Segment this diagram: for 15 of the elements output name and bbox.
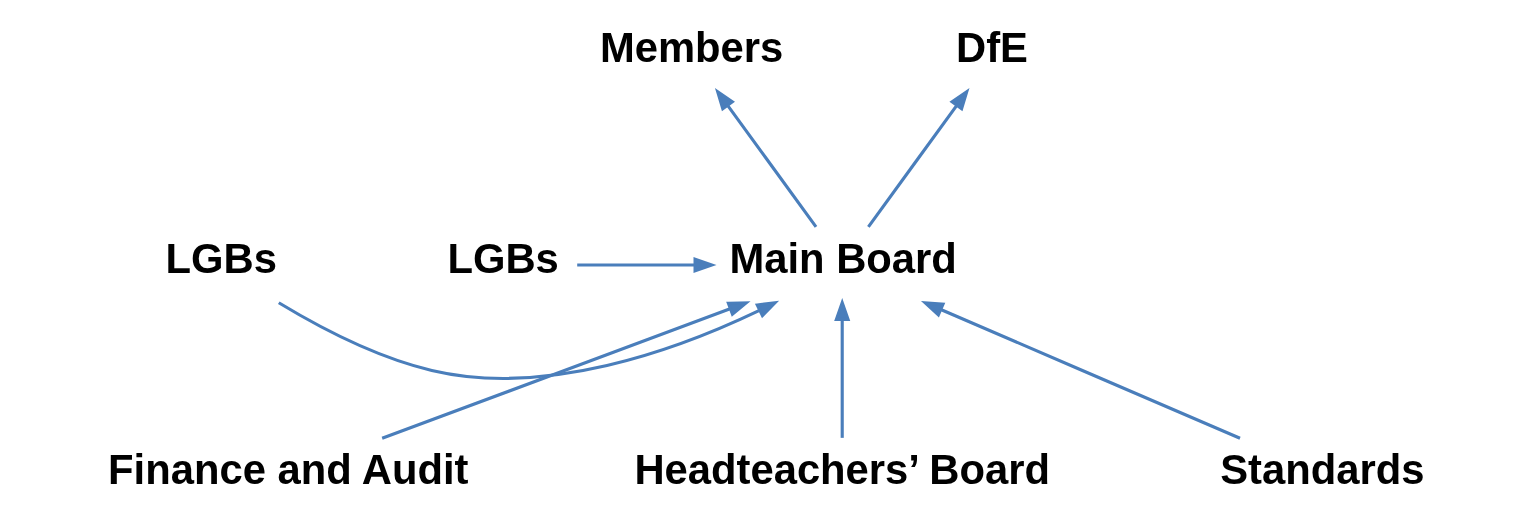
node-text: LGBs <box>446 235 559 283</box>
arrow <box>833 297 850 438</box>
arrow <box>576 256 716 274</box>
arrow <box>381 301 751 440</box>
node-text: Standards <box>1219 446 1424 494</box>
arrow <box>277 300 779 380</box>
arrow <box>714 87 817 228</box>
node-text: Headteachers’ Board <box>633 446 1050 494</box>
node-text: DfE <box>955 24 1028 72</box>
arrow <box>920 301 1241 440</box>
arrow <box>866 87 969 228</box>
node-text: Main Board <box>728 235 957 283</box>
node-text: Members <box>599 24 783 72</box>
node-text: Finance and Audit <box>107 446 468 494</box>
node-text: LGBs <box>165 235 277 283</box>
